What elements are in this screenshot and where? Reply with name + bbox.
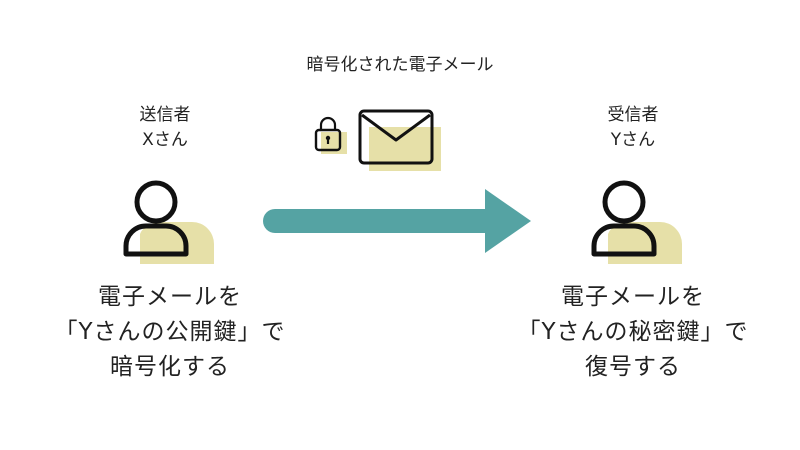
sender-description-line-2: 「Yさんの公開鍵」で xyxy=(54,319,286,345)
sender-description-line-3: 暗号化する xyxy=(110,354,230,380)
sender-person-icon xyxy=(123,180,214,264)
arrow-right-icon xyxy=(263,189,531,253)
receiver-description-line-2: 「Yさんの秘密鍵」で xyxy=(517,319,749,345)
receiver-person-icon xyxy=(591,180,682,264)
receiver-description-line-3: 復号する xyxy=(585,354,681,380)
sender-description-line-1: 電子メールを xyxy=(98,284,242,310)
sender-name: Xさん xyxy=(142,130,188,150)
receiver-role: 受信者 xyxy=(607,105,659,125)
envelope-icon xyxy=(358,109,441,171)
sender-role: 送信者 xyxy=(139,105,191,125)
lock-icon xyxy=(314,116,347,154)
receiver-name: Yさん xyxy=(610,130,656,150)
receiver-description-line-1: 電子メールを xyxy=(561,284,705,310)
encrypted-mail-label: 暗号化された電子メール xyxy=(306,55,494,75)
